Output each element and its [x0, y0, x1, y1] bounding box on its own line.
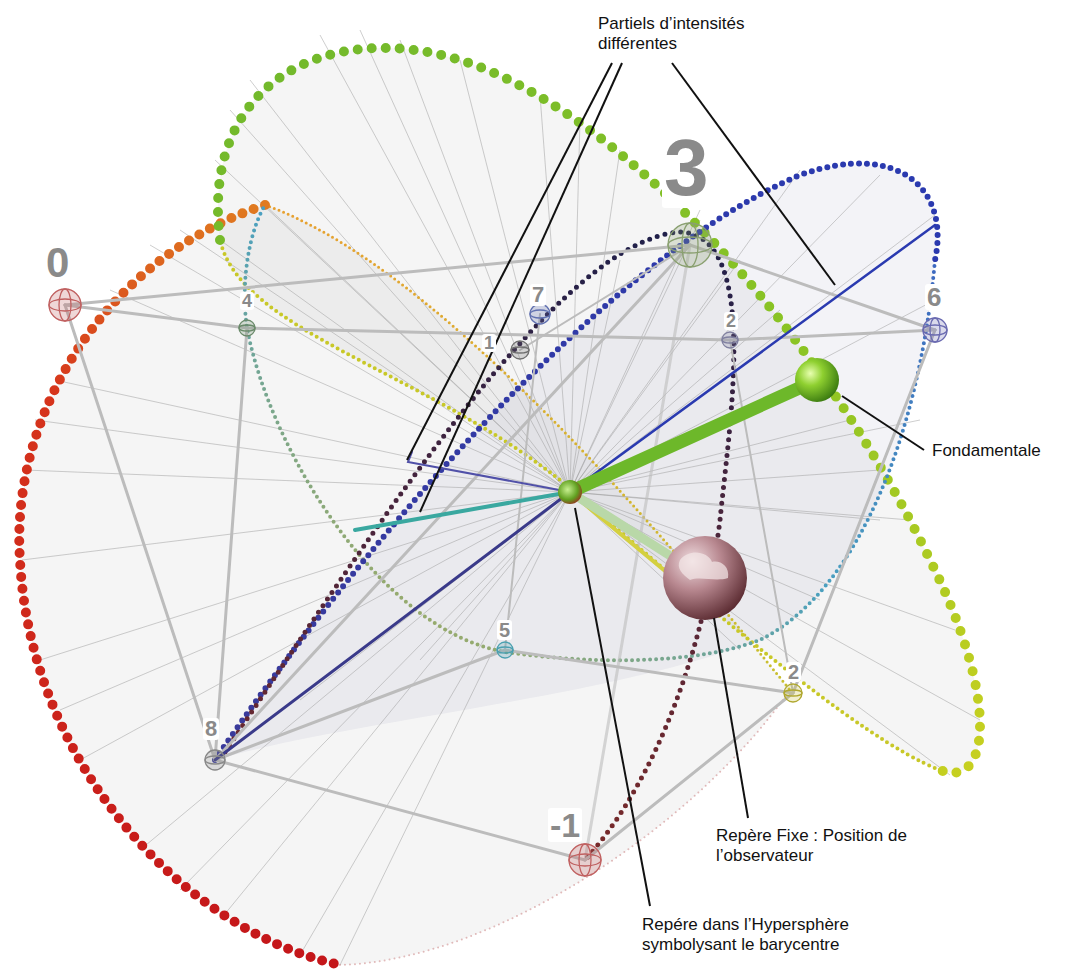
callout-label: Repére dans l’Hypersphère symbolysant le… — [642, 915, 882, 956]
red-orbit — [19, 205, 340, 965]
observer-sphere — [663, 536, 747, 620]
lattice-line — [690, 245, 935, 330]
wire-sphere-part — [49, 299, 81, 311]
callout-number: 2 — [724, 312, 738, 330]
leader-line — [714, 618, 748, 818]
wire-sphere-part — [722, 332, 738, 348]
partial-ray — [215, 492, 570, 760]
callout-number: 5 — [497, 620, 512, 640]
partial-rays — [215, 225, 935, 760]
wire-sphere-part — [497, 642, 513, 658]
wire-sphere-part — [784, 684, 802, 702]
wire-sphere — [530, 304, 550, 324]
wire-sphere-part — [784, 690, 802, 696]
callout-number: 4 — [240, 292, 254, 310]
fundamental-stick — [570, 380, 817, 492]
lattice-line — [65, 305, 215, 760]
leader-lines — [407, 63, 924, 906]
wire-sphere-part — [205, 756, 225, 764]
beaded-orbits — [19, 48, 980, 965]
wire-sphere-part — [722, 337, 738, 343]
wire-sphere — [49, 289, 81, 321]
wire-sphere-part — [569, 854, 601, 866]
lattice-line — [215, 760, 585, 860]
wire-sphere — [722, 332, 738, 348]
partial-ray — [355, 492, 570, 530]
lattice-line — [65, 305, 247, 328]
wire-sphere-part — [668, 237, 712, 253]
lattice-line — [730, 330, 935, 340]
leader-line — [575, 508, 650, 906]
lattice-spheres — [49, 223, 947, 876]
wire-sphere-part — [530, 310, 550, 318]
lattice-line — [215, 650, 505, 760]
observer-sphere-patch — [679, 553, 729, 580]
wire-sphere-part — [511, 341, 529, 359]
wire-sphere — [569, 844, 601, 876]
lattice-line — [65, 245, 690, 305]
wire-sphere-part — [49, 289, 81, 321]
wire-sphere-part — [530, 304, 550, 324]
callout-number: 8 — [203, 718, 219, 740]
wire-sphere — [784, 684, 802, 702]
partial-ray — [570, 225, 935, 492]
lattice-line — [215, 328, 247, 760]
wire-sphere-part — [930, 318, 940, 342]
green-orbit — [218, 48, 980, 773]
wire-sphere-part — [668, 223, 712, 267]
leader-line — [407, 63, 612, 460]
fundamental-ball — [795, 358, 839, 402]
callout-label: Repère Fixe : Position de l’observateur — [716, 826, 921, 867]
lattice-lines — [65, 245, 935, 860]
wire-sphere-part — [569, 844, 601, 876]
wire-sphere — [923, 318, 947, 342]
wire-sphere-part — [682, 223, 698, 267]
wire-sphere — [668, 223, 712, 267]
leader-line — [420, 63, 622, 512]
wire-sphere-part — [59, 289, 71, 321]
wire-sphere — [205, 750, 225, 770]
wire-sphere-part — [923, 325, 947, 335]
spoke-fans — [19, 30, 980, 965]
callout-number: 7 — [530, 284, 546, 306]
green-orbit-thin — [220, 240, 940, 770]
wire-sphere-part — [205, 750, 225, 770]
callout-number: 0 — [44, 242, 71, 284]
lattice-line — [505, 314, 540, 650]
wire-sphere — [497, 642, 513, 658]
dark-orbit — [225, 232, 734, 860]
lattice-line — [215, 245, 690, 760]
lattice-line — [505, 650, 793, 693]
barycentre-sphere — [558, 480, 582, 504]
callout-number: 6 — [925, 284, 943, 310]
wire-sphere-part — [239, 320, 255, 336]
wire-sphere-part — [511, 347, 529, 353]
wire-sphere-part — [579, 844, 591, 876]
wire-sphere-part — [497, 647, 513, 653]
callout-label: Fondamentale — [932, 441, 1041, 461]
callout-number: 2 — [786, 662, 801, 682]
leader-line — [842, 396, 924, 450]
callout-number: 1 — [482, 334, 496, 352]
callout-number: 3 — [662, 128, 711, 208]
wire-sphere-part — [239, 325, 255, 331]
lattice-line — [793, 330, 935, 693]
callout-label: Partiels d’intensités différentes — [598, 14, 780, 55]
spokes — [22, 30, 980, 965]
blue-orbit — [215, 164, 938, 760]
lattice-line — [520, 245, 690, 350]
callout-number: -1 — [548, 808, 582, 842]
wire-sphere — [511, 341, 529, 359]
main-markers — [558, 358, 839, 620]
wire-sphere — [239, 320, 255, 336]
wire-sphere-part — [923, 318, 947, 342]
